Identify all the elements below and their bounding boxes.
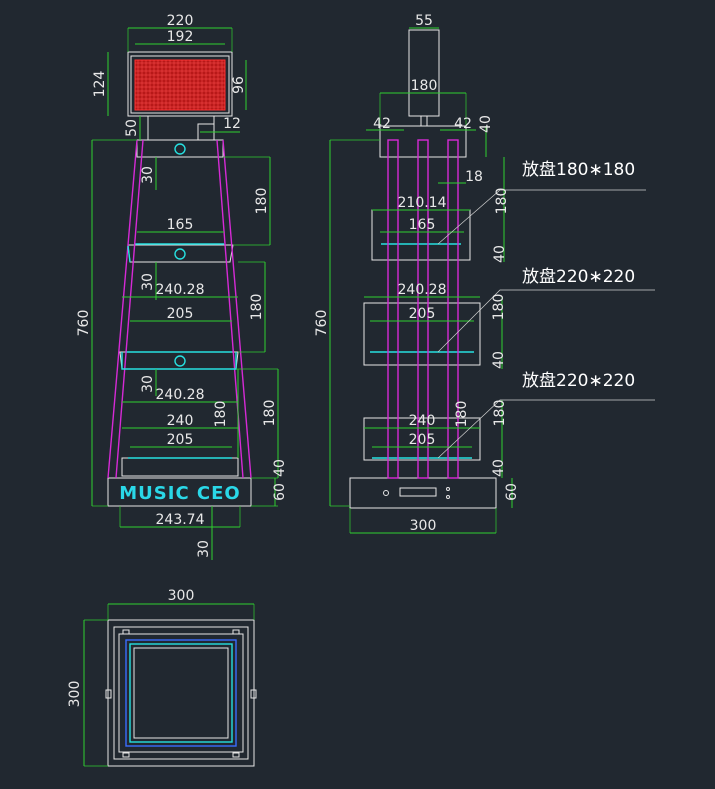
front-tier3-inner: 205 xyxy=(167,432,194,448)
front-base-bottom: 30 xyxy=(196,540,212,558)
front-shelf-thk-1: 30 xyxy=(140,166,156,184)
front-tier2-outer: 240.28 xyxy=(156,282,205,298)
front-stem-gap: 12 xyxy=(223,116,241,132)
front-display-inner: 192 xyxy=(167,29,194,45)
front-tier1-height: 180 xyxy=(254,188,270,215)
front-tier3-outer: 240.28 xyxy=(156,387,205,403)
side-base-height: 60 xyxy=(504,483,520,501)
side-tier2-height: 180 xyxy=(491,294,507,321)
front-base-height: 60 xyxy=(272,483,288,501)
front-shelf-thk-2: 30 xyxy=(140,273,156,291)
side-display-width: 55 xyxy=(415,13,433,29)
front-stem: 50 xyxy=(124,119,140,137)
callout-tray-1: 放盘180∗180 xyxy=(522,160,635,180)
side-top-width: 180 xyxy=(411,78,438,94)
plan-width: 300 xyxy=(168,588,195,604)
front-tier2-width: 205 xyxy=(167,306,194,322)
side-tier1-outer: 210.14 xyxy=(398,195,447,211)
front-base-bottom-30: 30 xyxy=(140,375,156,393)
side-tier1-gap: 18 xyxy=(465,169,483,185)
side-tier3-inner: 205 xyxy=(409,432,436,448)
side-tier3-shelf: 40 xyxy=(491,459,507,477)
front-base-shelf: 40 xyxy=(272,459,288,477)
front-display-inner-height: 96 xyxy=(231,76,247,94)
side-tier1-shelf: 40 xyxy=(492,245,508,263)
front-overall-height: 760 xyxy=(76,310,92,337)
side-base xyxy=(349,477,497,509)
side-tier2-inner: 205 xyxy=(409,306,436,322)
brand-text: MUSIC CEO xyxy=(119,483,240,504)
side-tier1-height: 180 xyxy=(494,188,510,215)
side-top-thk: 40 xyxy=(478,115,494,133)
front-base-width: 243.74 xyxy=(156,512,205,528)
side-right-offset: 42 xyxy=(454,116,472,132)
front-tier1-width: 165 xyxy=(167,217,194,233)
side-tier3-outer: 240 xyxy=(409,413,436,429)
front-shelf-3 xyxy=(121,457,239,477)
front-view: MUSIC CEO xyxy=(76,13,288,560)
plan-view: 300 300 xyxy=(67,588,257,767)
front-base xyxy=(107,477,252,507)
side-left-offset: 42 xyxy=(373,116,391,132)
front-display-height: 124 xyxy=(92,71,108,98)
plan-depth: 300 xyxy=(67,681,83,708)
front-tier2-height: 180 xyxy=(249,294,265,321)
side-dimensions xyxy=(329,27,655,534)
front-tier3-height-a: 180 xyxy=(213,401,229,428)
callout-tray-2: 放盘220∗220 xyxy=(522,267,635,287)
front-tier3-width: 240 xyxy=(167,413,194,429)
side-overall-height: 760 xyxy=(314,310,330,337)
front-shelf-top xyxy=(136,139,224,158)
side-base-width: 300 xyxy=(410,518,437,534)
led-display xyxy=(127,51,233,117)
side-display xyxy=(408,29,440,117)
side-tier2-outer: 240.28 xyxy=(398,282,447,298)
side-tier3-height-a: 180 xyxy=(492,400,508,427)
front-dimensions xyxy=(91,27,279,560)
side-tier1-inner: 165 xyxy=(409,217,436,233)
side-tier2-shelf: 40 xyxy=(491,351,507,369)
callout-tray-3: 放盘220∗220 xyxy=(522,371,635,391)
front-display-width: 220 xyxy=(167,13,194,29)
front-tier3-height-b: 180 xyxy=(262,400,278,427)
side-tier3-height-b: 180 xyxy=(454,401,470,428)
side-view: 55 180 42 42 40 760 18 180 210.14 165 40… xyxy=(314,13,655,534)
